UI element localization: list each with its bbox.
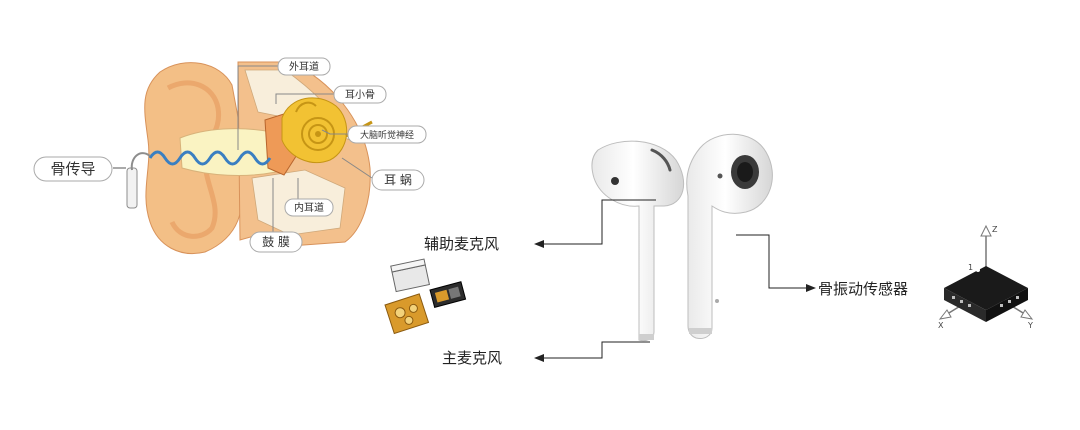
arrow-aux-mic [534,240,544,248]
label-ossicles: 耳小骨 [345,89,375,101]
bone-conduction-device [113,152,151,209]
label-inner-canal: 内耳道 [294,201,324,214]
sound-wave [148,150,272,166]
label-eardrum: 鼓 膜 [262,235,290,249]
arrow-bone-sensor [806,284,816,292]
axis-z-label: Z [992,225,998,234]
ear-canal [179,128,277,176]
callout-lines [542,199,808,359]
label-main-mic: 主麦克风 [442,349,502,367]
axis-y-label: Y [1027,321,1033,330]
axis-x-label: X [938,321,944,330]
sensor-chip: Z X Y 1 [938,224,1034,330]
earbud-left [591,140,685,342]
label-cochlea: 耳 蜗 [384,172,412,187]
mic-modules [384,258,467,335]
label-outer-canal: 外耳道 [289,60,319,73]
label-bone-sensor: 骨振动传感器 [818,280,908,298]
pin-1-marker: 1 [968,263,973,272]
aux-mic-hole [611,177,619,185]
label-nerve: 大脑听觉神经 [360,129,414,141]
label-bone-conduction: 骨传导 [50,160,95,178]
ear-anatomy: 外耳道 耳小骨 大脑听觉神经 耳 蜗 内耳道 鼓 膜 骨传导 [33,57,427,254]
earbud-right [686,133,773,339]
label-aux-mic: 辅助麦克风 [424,235,499,253]
arrow-main-mic [534,354,544,362]
cochlea-shape [281,97,348,163]
